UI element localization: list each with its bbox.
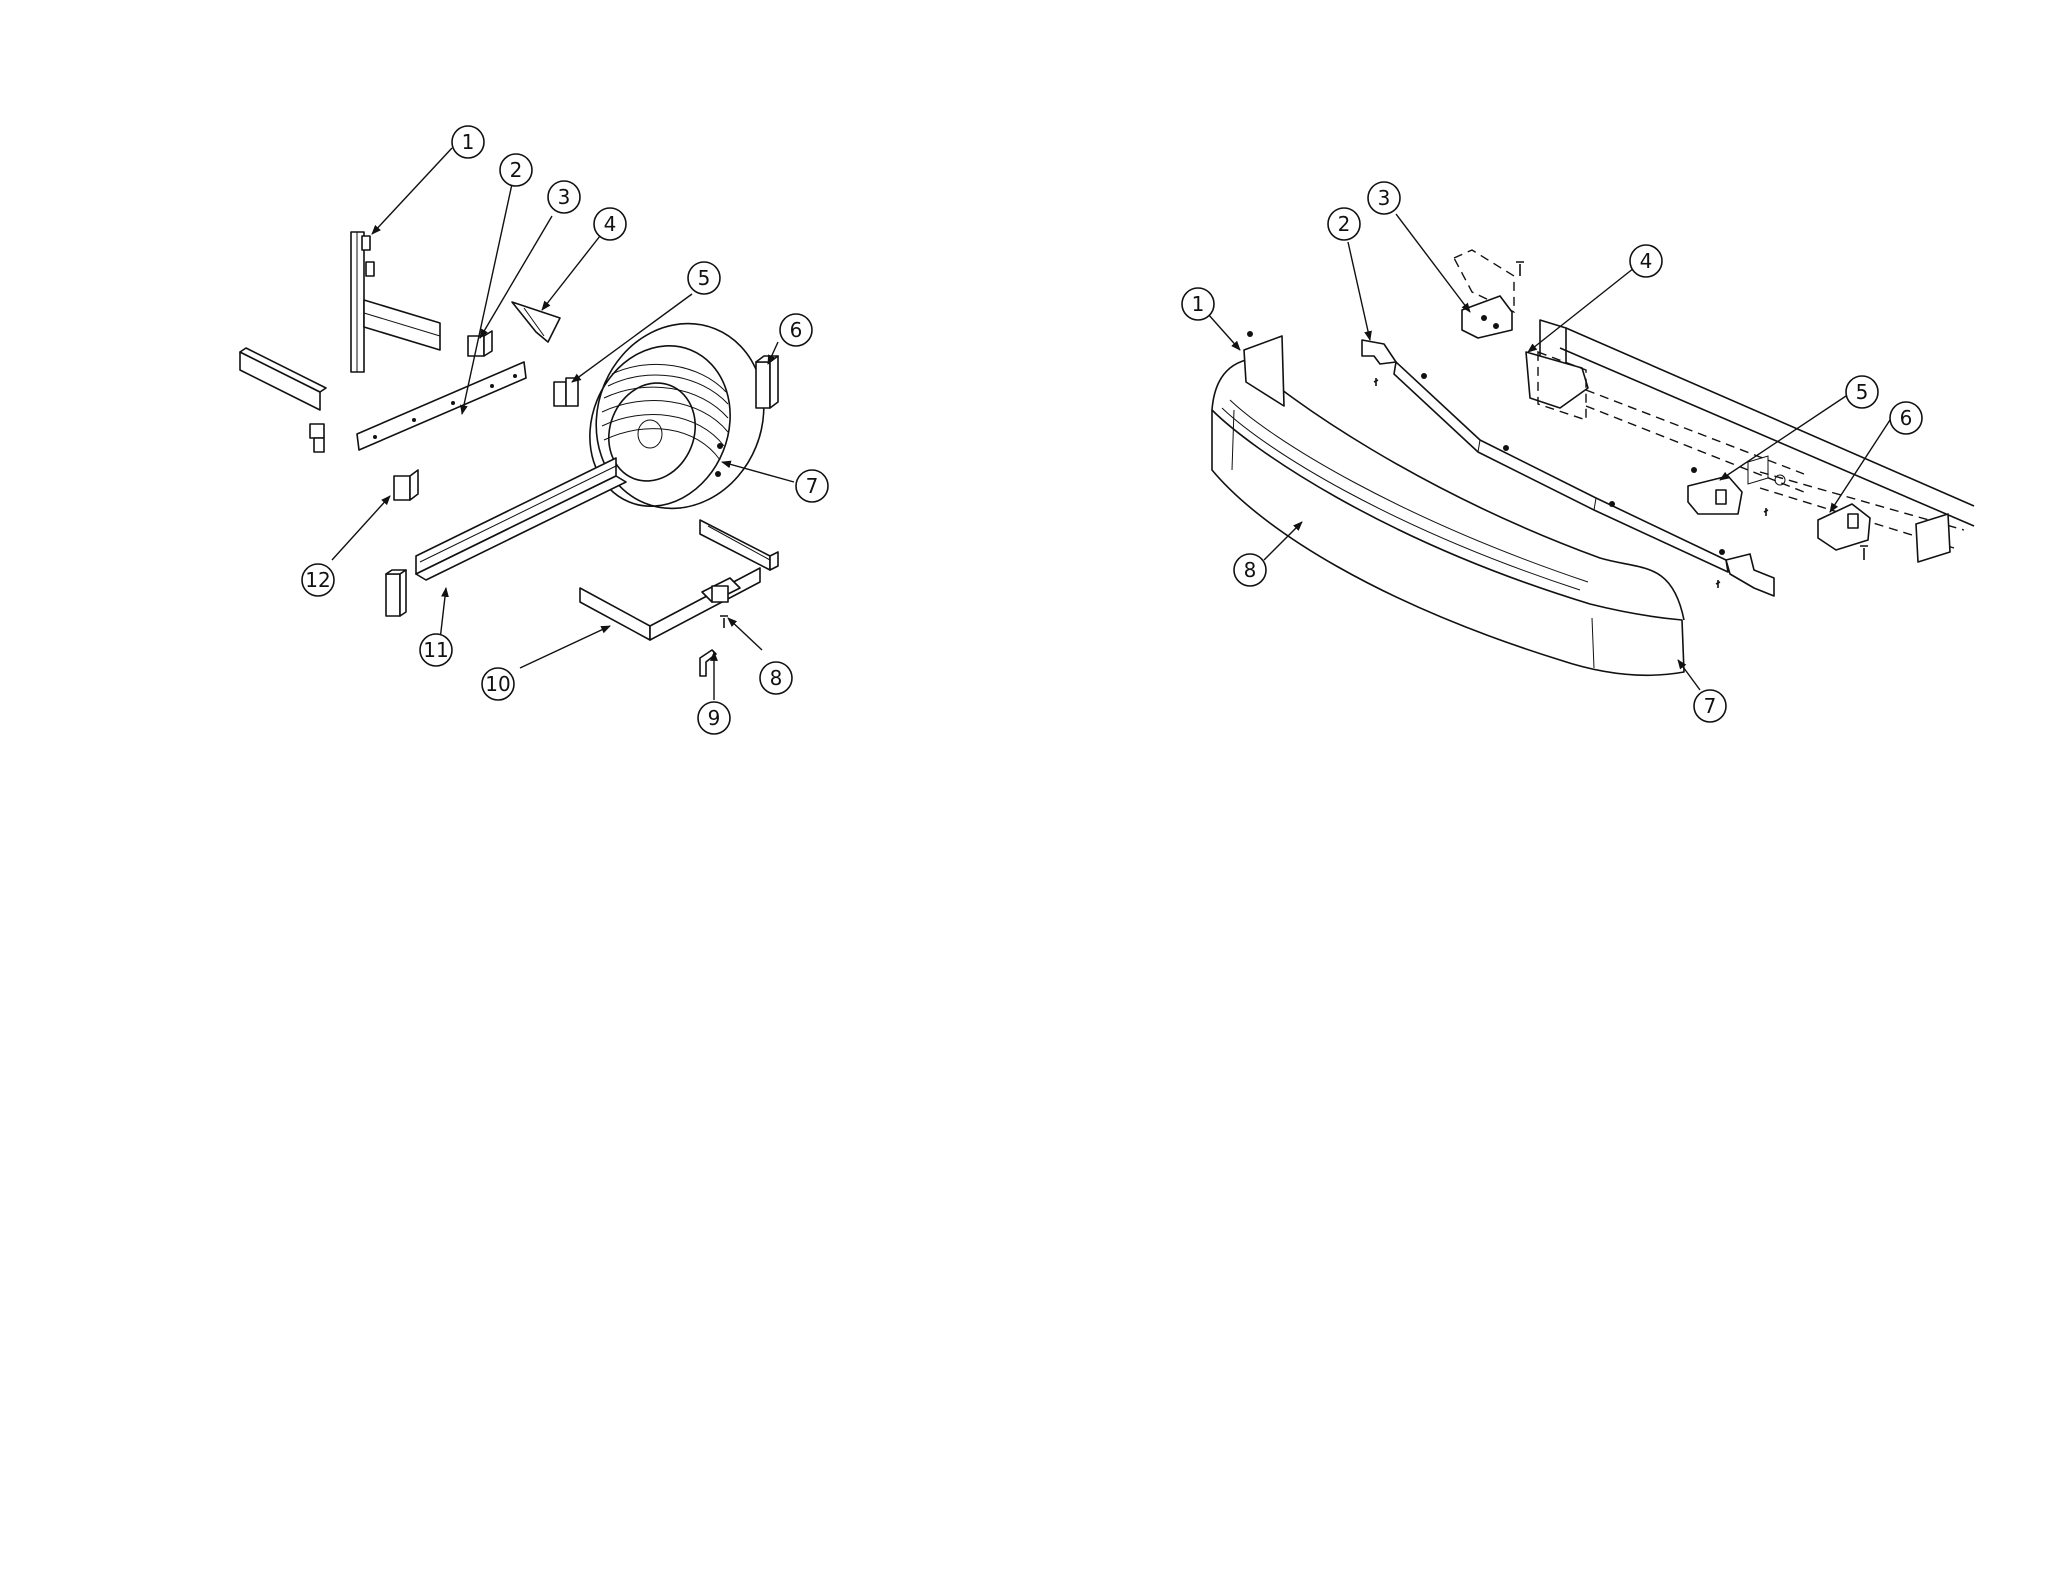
left-callout-2: 2 xyxy=(500,154,532,186)
left-callout-4: 4 xyxy=(594,208,626,240)
right-callout-8: 8 xyxy=(1234,554,1266,586)
left-part-5-plate xyxy=(554,378,578,406)
left-rubber-block xyxy=(386,570,406,616)
left-callout-3: 3 xyxy=(548,181,580,213)
right-callout-2: 2 xyxy=(1328,208,1360,240)
right-part-5-clamp xyxy=(1688,456,1785,516)
svg-text:11: 11 xyxy=(423,638,448,662)
left-callout-7: 7 xyxy=(796,470,828,502)
right-callout-3: 3 xyxy=(1368,182,1400,214)
left-callout-12: 12 xyxy=(302,564,334,596)
svg-text:7: 7 xyxy=(1704,694,1717,718)
left-callout-1: 1 xyxy=(452,126,484,158)
svg-text:2: 2 xyxy=(1338,212,1351,236)
svg-text:7: 7 xyxy=(806,474,819,498)
left-part-3-small-bracket xyxy=(468,331,492,356)
left-callout-5: 5 xyxy=(688,262,720,294)
left-exploded-view: 1 2 3 4 5 6 7 8 9 10 11 12 xyxy=(240,126,828,734)
left-callout-8: 8 xyxy=(760,662,792,694)
left-part-1-upright-bracket xyxy=(351,232,440,372)
svg-text:2: 2 xyxy=(510,158,523,182)
svg-text:6: 6 xyxy=(790,318,803,342)
right-exploded-view: 1 2 3 4 5 6 7 8 xyxy=(1182,182,1974,722)
left-part-12-bracket xyxy=(394,470,418,500)
left-part-4-gusset xyxy=(512,302,560,342)
left-part-11-rail xyxy=(416,458,626,580)
svg-text:3: 3 xyxy=(1378,186,1391,210)
left-callout-10: 10 xyxy=(482,668,514,700)
left-callout-11: 11 xyxy=(420,634,452,666)
left-part-7-spare-tire xyxy=(566,298,791,534)
right-part-6-clamp xyxy=(1818,504,1870,560)
svg-text:9: 9 xyxy=(708,706,721,730)
svg-text:8: 8 xyxy=(770,666,783,690)
left-callout-9: 9 xyxy=(698,702,730,734)
svg-text:5: 5 xyxy=(1856,380,1869,404)
svg-text:12: 12 xyxy=(305,568,330,592)
left-part-2-flat-bar xyxy=(357,362,526,450)
right-part-3-mount-bracket xyxy=(1454,250,1524,338)
right-callout-5: 5 xyxy=(1846,376,1878,408)
right-callout-7: 7 xyxy=(1694,690,1726,722)
svg-text:3: 3 xyxy=(558,185,571,209)
left-part-10-frame xyxy=(580,520,778,640)
svg-text:8: 8 xyxy=(1244,558,1257,582)
svg-text:6: 6 xyxy=(1900,406,1913,430)
svg-text:1: 1 xyxy=(1192,292,1205,316)
right-callout-6: 6 xyxy=(1890,402,1922,434)
right-callout-4: 4 xyxy=(1630,245,1662,277)
svg-text:10: 10 xyxy=(485,672,510,696)
svg-text:1: 1 xyxy=(462,130,475,154)
left-callout-6: 6 xyxy=(780,314,812,346)
svg-text:5: 5 xyxy=(698,266,711,290)
left-channel-piece xyxy=(240,348,326,452)
left-part-6-bumper-block xyxy=(756,356,778,408)
right-callout-1: 1 xyxy=(1182,288,1214,320)
left-part-8-pin xyxy=(720,616,728,628)
right-part-4-frame-rail xyxy=(1526,320,1974,562)
svg-text:4: 4 xyxy=(1640,249,1653,273)
right-part-1-end-plate xyxy=(1244,331,1284,406)
svg-text:4: 4 xyxy=(604,212,617,236)
